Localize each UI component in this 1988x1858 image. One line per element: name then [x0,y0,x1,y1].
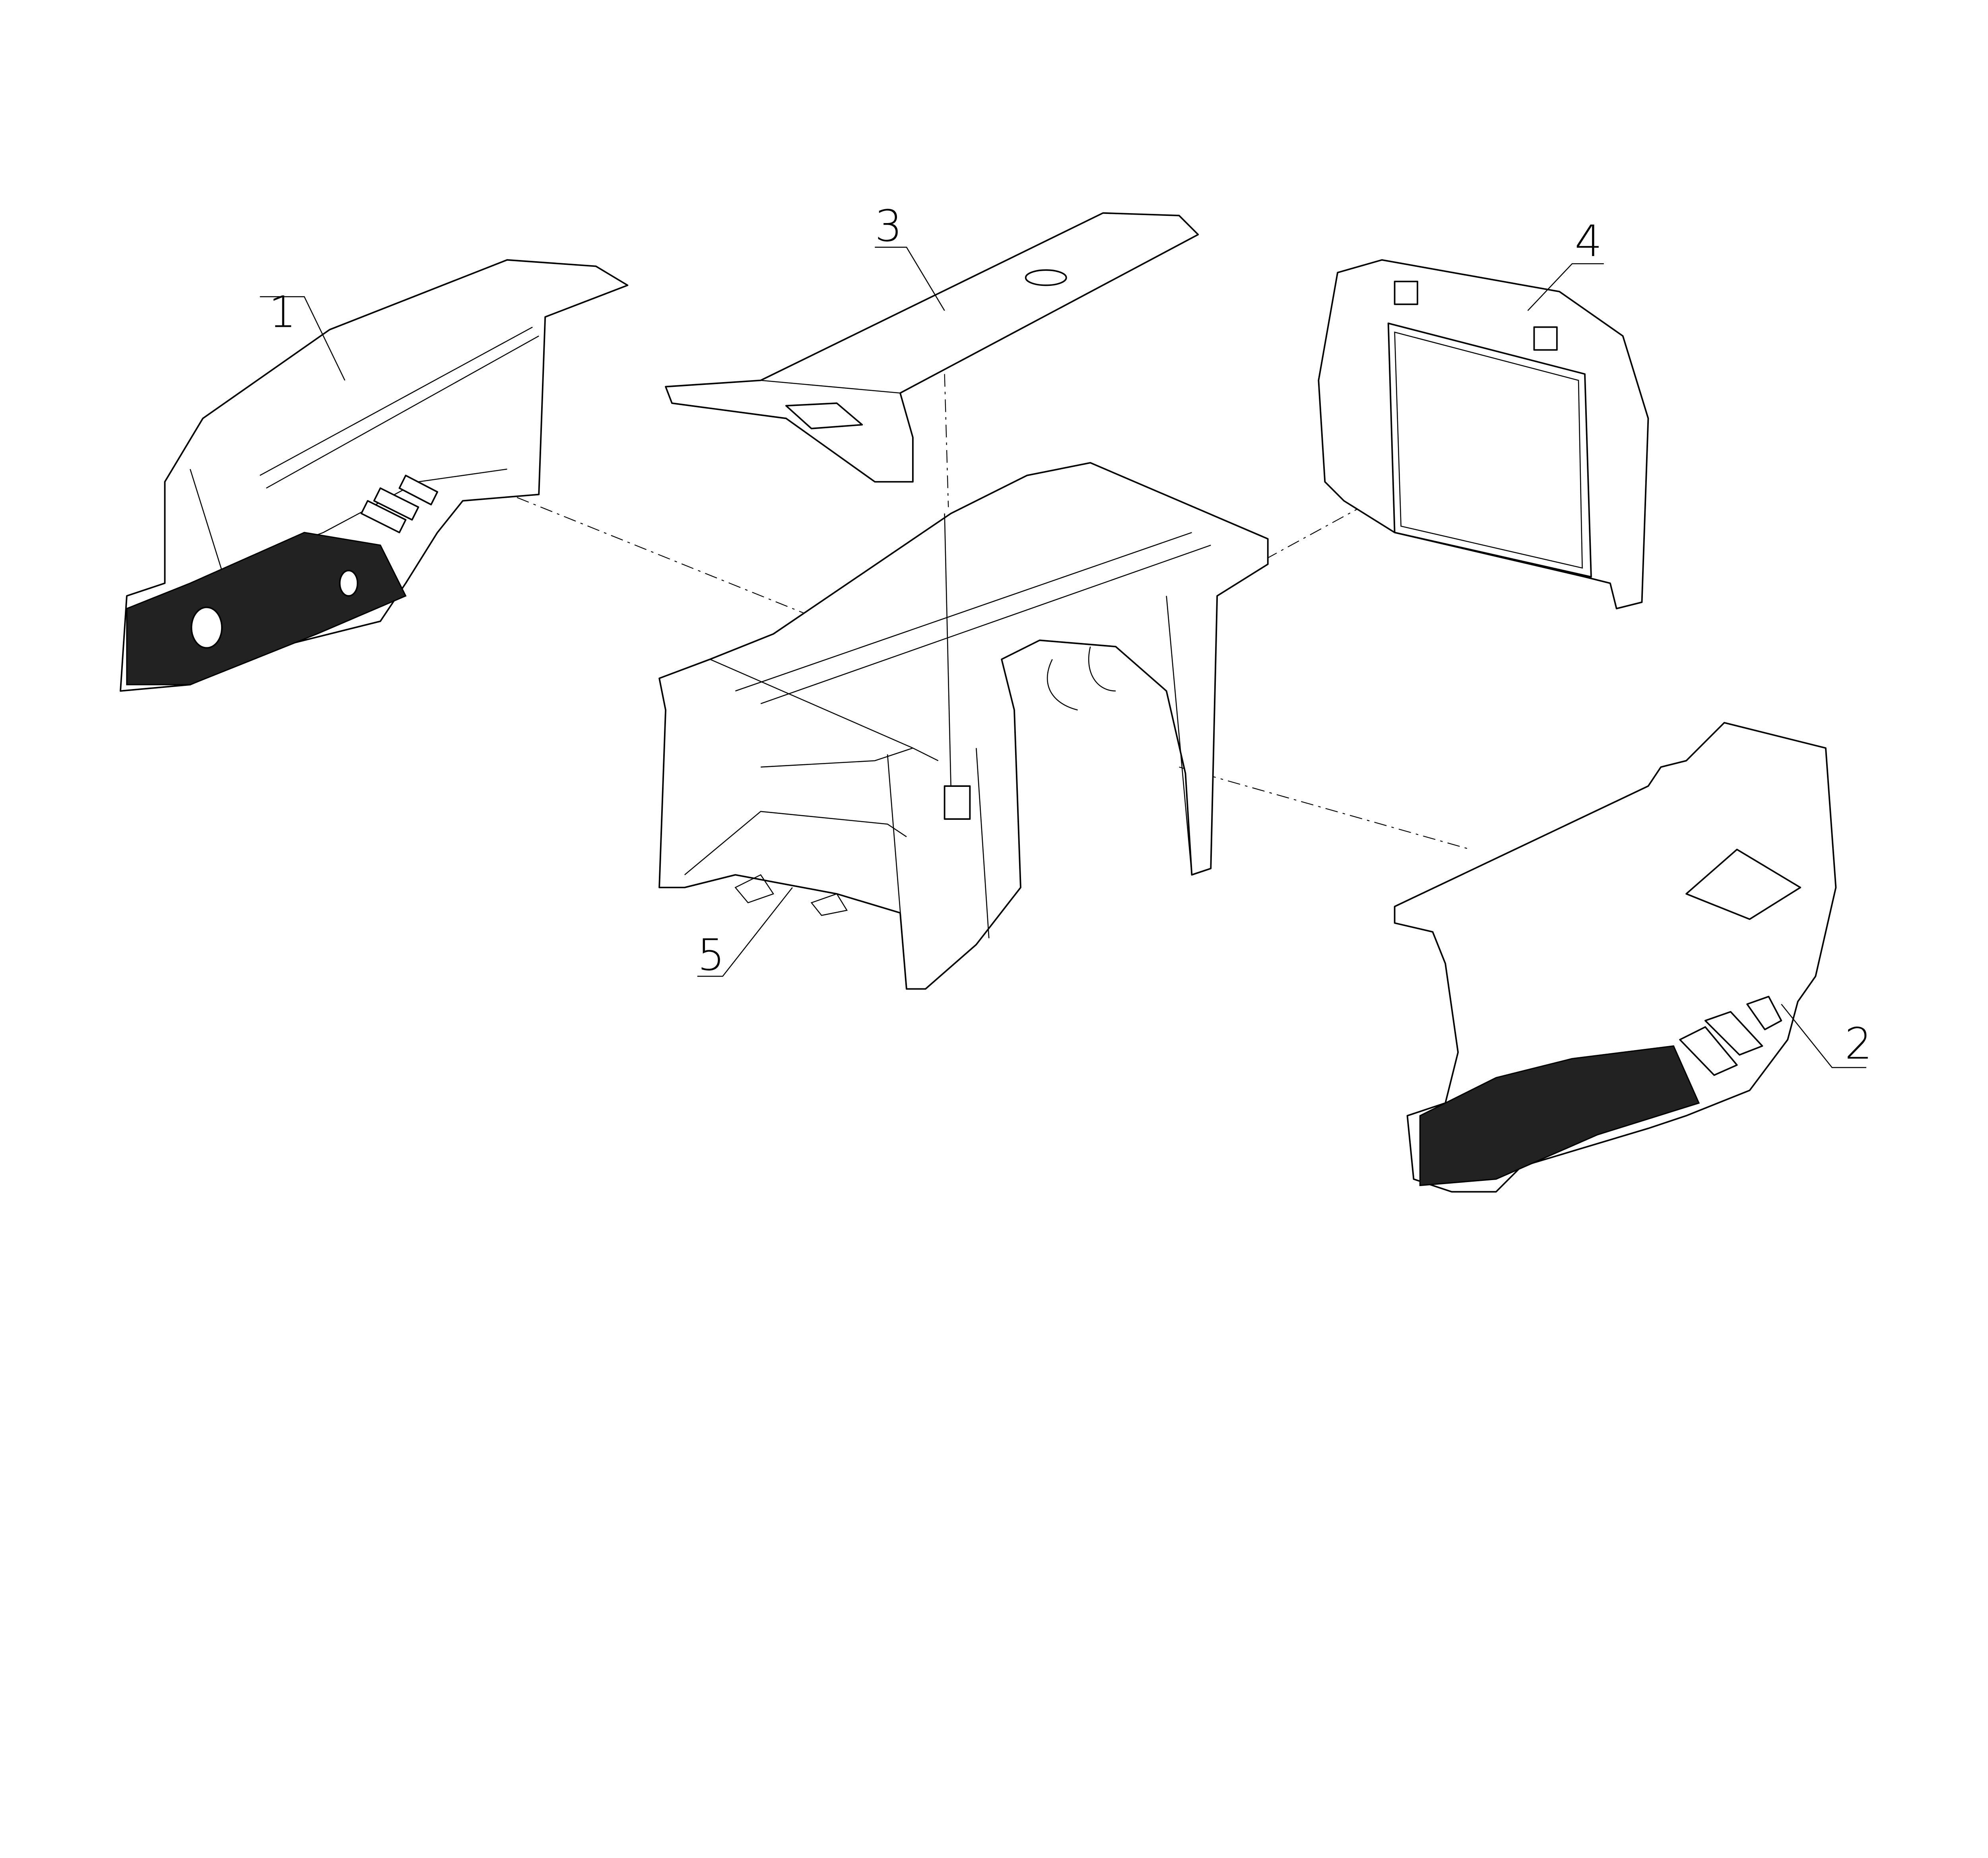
part-5-cab-frame [658,462,1269,990]
callout-2: 2 [1845,1019,1872,1069]
callout-3: 3 [875,201,902,251]
exploded-parts-diagram: 1 3 4 2 5 [120,201,1872,1193]
callout-4: 4 [1574,216,1602,266]
part-3-roof-panel [665,212,1199,483]
part-2-right-side-panel [1394,722,1837,1193]
callout-5: 5 [697,930,725,980]
callout-labels: 1 3 4 2 5 [269,201,1872,1069]
part-4-rear-window-panel [1318,259,1649,610]
part-1-left-side-panel [120,259,629,692]
callout-1: 1 [269,287,296,338]
leader-lines [260,247,1866,1068]
